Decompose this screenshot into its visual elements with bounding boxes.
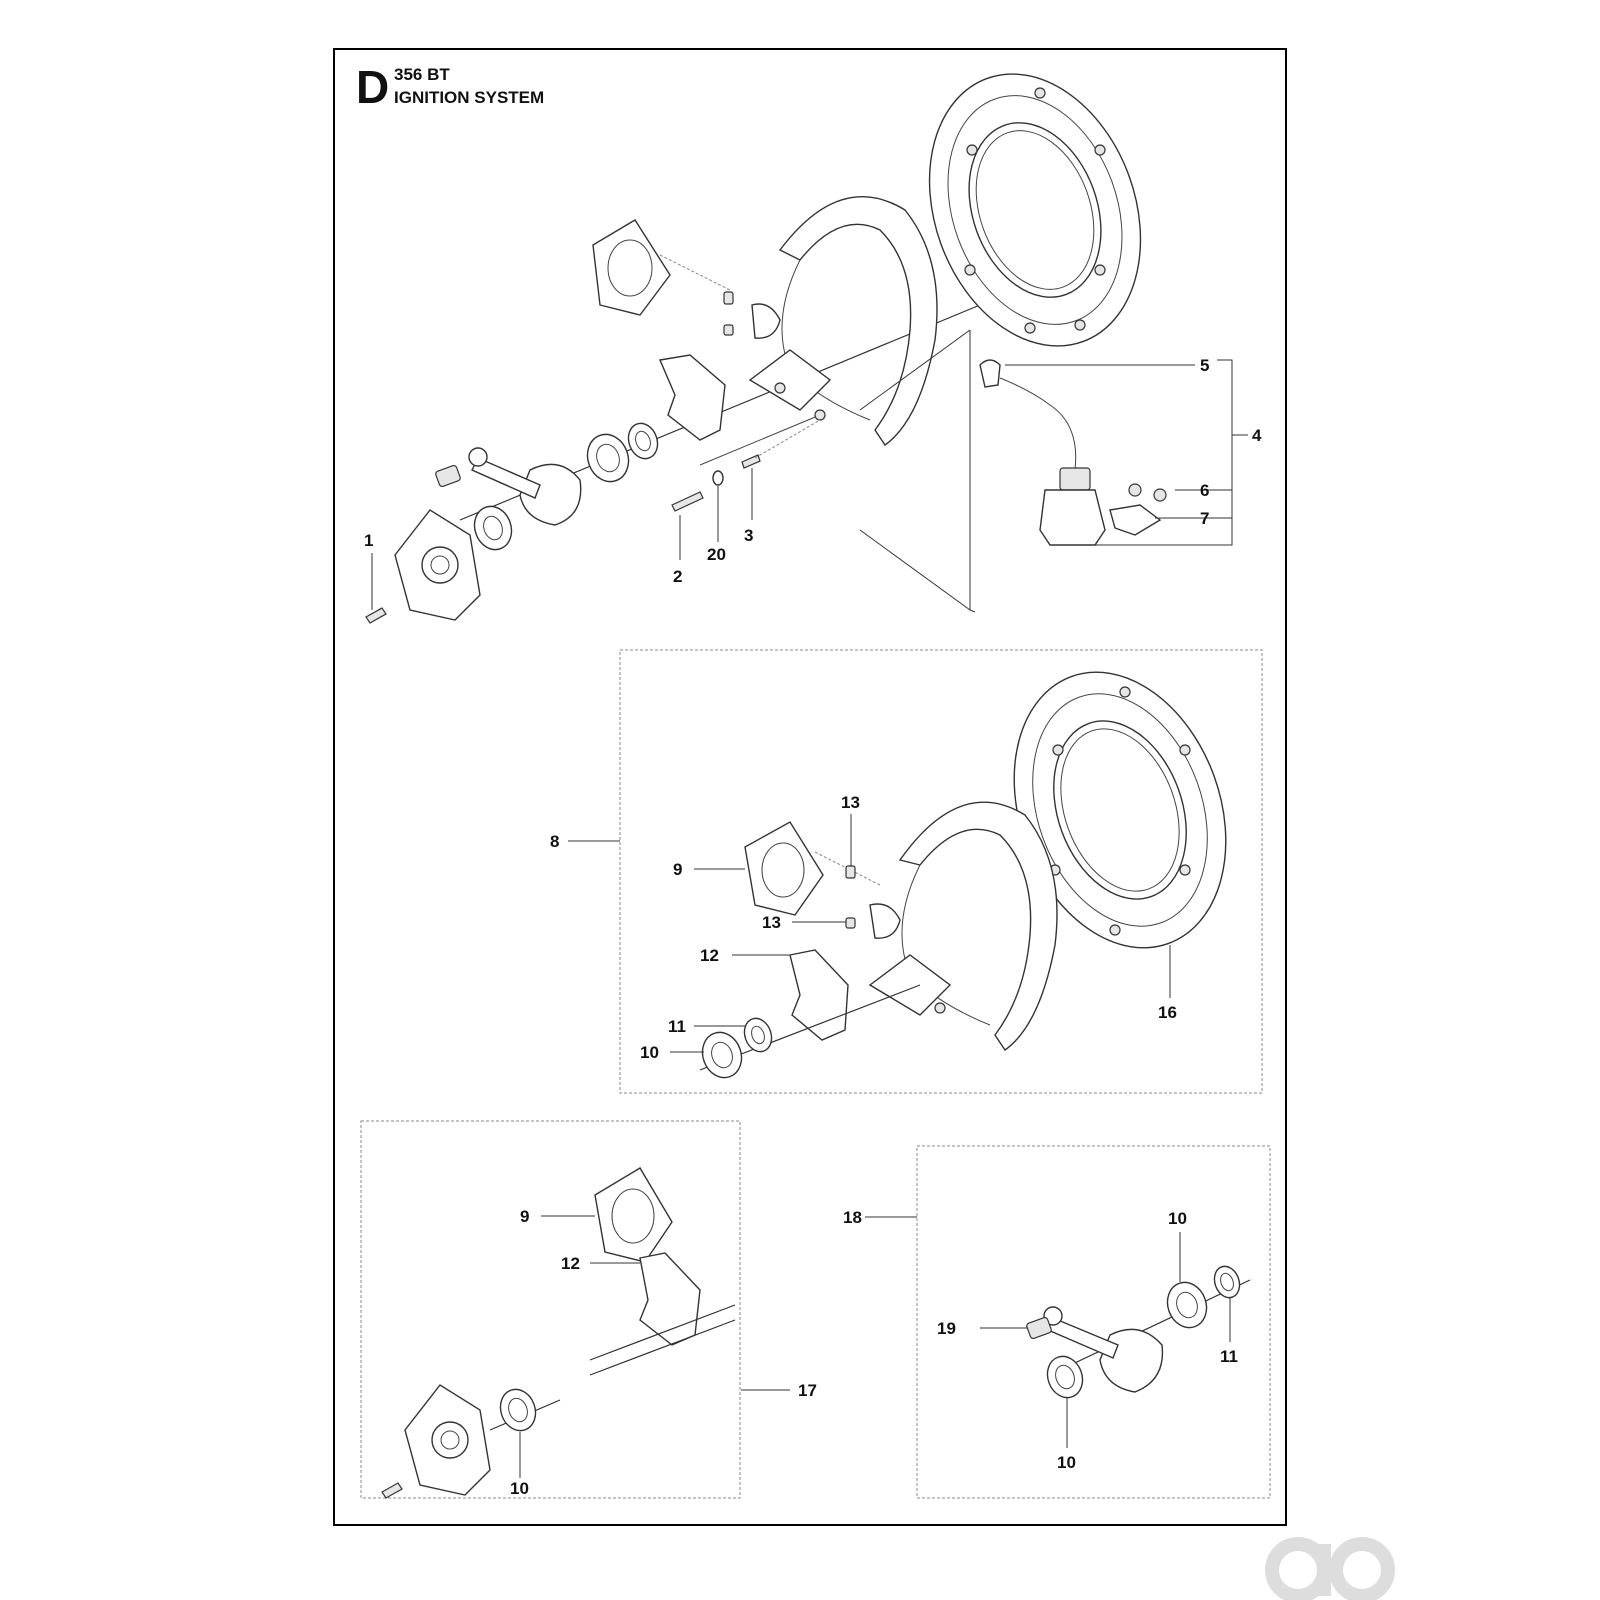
kit-18-parts bbox=[865, 1216, 1251, 1448]
callout-16: 16 bbox=[1158, 1003, 1177, 1022]
callout-11: 11 bbox=[668, 1017, 686, 1036]
kit-8-parts bbox=[568, 671, 1227, 1079]
callout-20: 20 bbox=[707, 545, 726, 564]
callout-17: 17 bbox=[798, 1381, 817, 1400]
callout-12: 12 bbox=[700, 946, 719, 965]
section-letter: D bbox=[356, 61, 389, 113]
callout-8: 8 bbox=[550, 832, 559, 851]
callout-19: 19 bbox=[937, 1319, 956, 1338]
main-exploded-view bbox=[365, 73, 1248, 624]
main-bearing bbox=[473, 505, 513, 551]
crankcase-half bbox=[394, 509, 481, 621]
callout-13-bottom: 13 bbox=[762, 913, 781, 932]
kit-18-inset-border bbox=[916, 1145, 1271, 1499]
callout-10: 10 bbox=[640, 1043, 659, 1062]
callout-9: 9 bbox=[673, 860, 682, 879]
bearing bbox=[586, 433, 630, 483]
page-frame bbox=[333, 48, 1287, 1526]
seal-ring bbox=[627, 422, 659, 460]
ignition-module bbox=[979, 359, 1167, 546]
section-title: IGNITION SYSTEM bbox=[394, 88, 544, 107]
callout-3: 3 bbox=[744, 526, 753, 545]
callout-10-kit18-top: 10 bbox=[1168, 1209, 1187, 1228]
crankshaft bbox=[435, 447, 582, 526]
model-name: 356 BT bbox=[394, 65, 450, 84]
callout-6: 6 bbox=[1200, 481, 1209, 500]
callout-4: 4 bbox=[1252, 426, 1262, 445]
fan-shroud bbox=[748, 196, 938, 446]
callout-18: 18 bbox=[843, 1208, 862, 1227]
flywheel-disc bbox=[928, 73, 1142, 347]
callout-5: 5 bbox=[1200, 356, 1209, 375]
callout-10-kit18-bottom: 10 bbox=[1057, 1453, 1076, 1472]
kit-17-parts bbox=[381, 1167, 790, 1499]
callout-13-top: 13 bbox=[841, 793, 860, 812]
callout-7: 7 bbox=[1200, 509, 1209, 528]
callout-9-kit17: 9 bbox=[520, 1207, 529, 1226]
gasket bbox=[592, 219, 671, 316]
kit-17-inset-border bbox=[360, 1120, 741, 1499]
kit-8-inset-border bbox=[619, 649, 1263, 1094]
callout-1: 1 bbox=[364, 531, 373, 550]
callout-10-kit17: 10 bbox=[510, 1479, 529, 1498]
callout-12-kit17: 12 bbox=[561, 1254, 580, 1273]
callout-2: 2 bbox=[673, 567, 682, 586]
brand-logo-mark bbox=[1265, 1537, 1395, 1600]
callout-11-kit18: 11 bbox=[1220, 1347, 1238, 1366]
